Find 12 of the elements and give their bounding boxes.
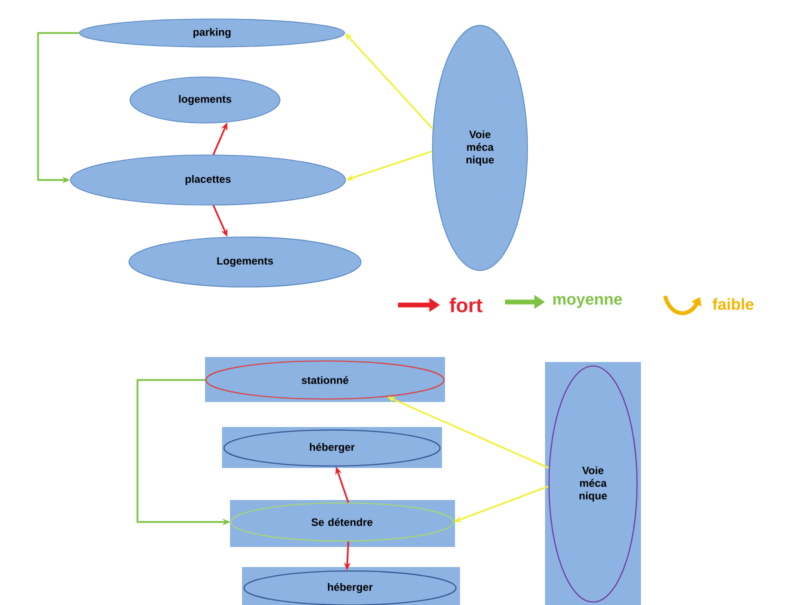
ellipse-node: Logements: [128, 236, 362, 288]
legend-label: fort: [450, 298, 482, 312]
framed-ellipse-node: héberger: [242, 567, 460, 605]
legend-label: faible: [712, 298, 754, 310]
framed-ellipse-node: Voie méca nique: [545, 362, 641, 605]
ellipse-node: Voie méca nique: [432, 25, 528, 271]
framed-ellipse-node: héberger: [222, 427, 442, 468]
legend-label: moyenne: [553, 296, 622, 308]
ellipse-node: logements: [130, 76, 280, 124]
ellipse-node: parking: [79, 18, 345, 48]
ellipse-node: placettes: [70, 154, 346, 206]
framed-ellipse-node: stationné: [205, 357, 445, 402]
